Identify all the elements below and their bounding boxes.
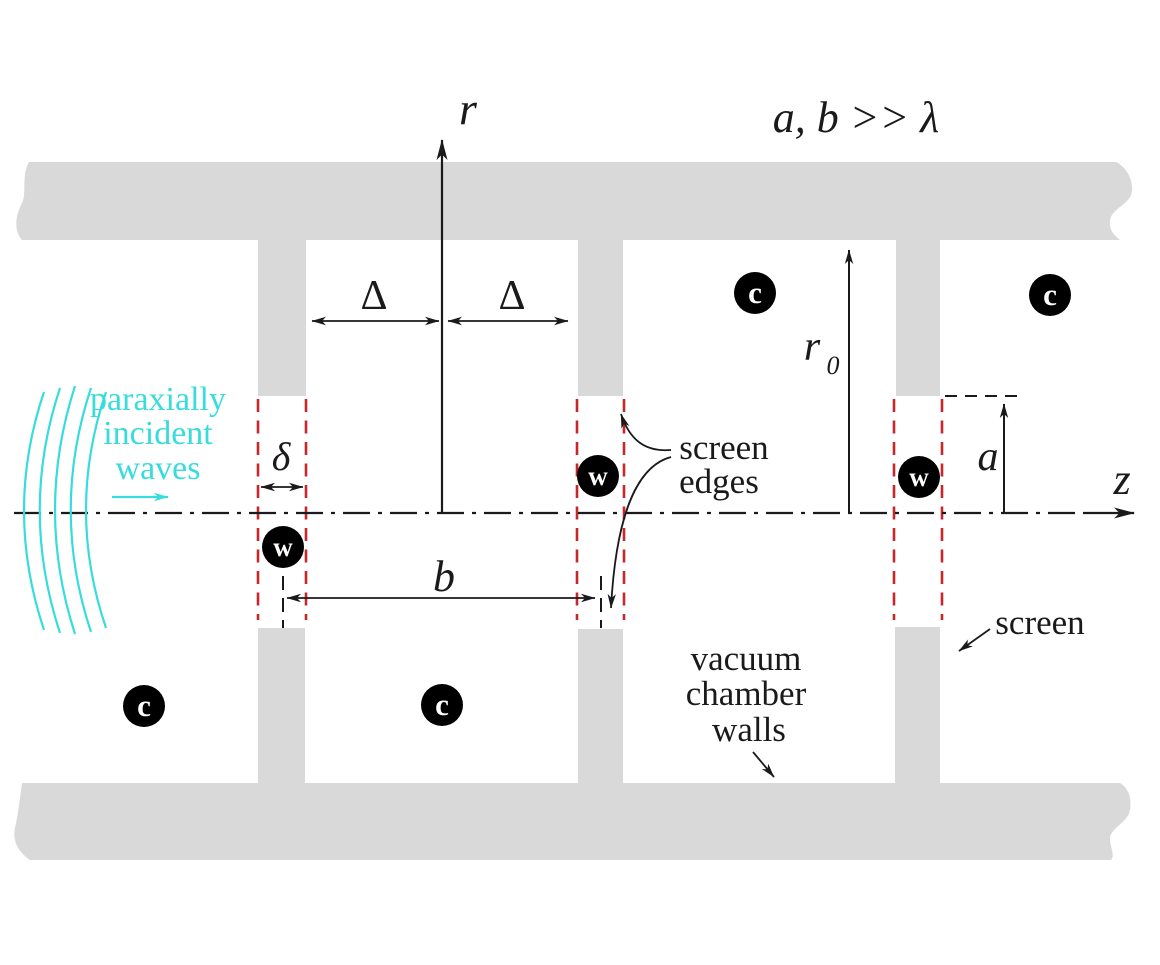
screen-label: screen: [995, 603, 1084, 642]
screen-label-arrow: [958, 628, 991, 652]
chamber-and-screen-markers: c c c c w w w: [123, 272, 1071, 727]
r-axis-label: r: [459, 83, 478, 134]
screen-marker-3: w: [898, 456, 940, 498]
waves-label-line2: incident: [103, 415, 213, 452]
screen-marker-letter: w: [588, 461, 608, 491]
a-label: a: [978, 434, 999, 480]
screen-support-bottom-2: [578, 629, 623, 786]
wavefront-arc-4: [69, 387, 93, 633]
vacuum-walls-label-line2: chamber: [686, 674, 807, 713]
leader-arrows: [607, 413, 991, 778]
screen-edges-leader-top: [620, 413, 672, 452]
r0-subscript: 0: [827, 351, 840, 380]
screen-marker-letter: w: [273, 532, 293, 562]
top-wall: [16, 162, 1133, 240]
screen-edges-label-line2: edges: [679, 462, 759, 501]
screen-marker-2: w: [577, 455, 619, 497]
chamber-marker-letter: c: [137, 688, 151, 723]
vacuum-chamber-walls: [14, 162, 1133, 860]
vacuum-walls-arrow: [752, 751, 775, 778]
waves-label-line3: waves: [116, 450, 201, 487]
chamber-marker-2: c: [421, 684, 463, 726]
chamber-marker-3: c: [734, 272, 776, 314]
screen-marker-letter: w: [909, 462, 929, 492]
wavefront-arc-3: [53, 385, 77, 635]
bottom-wall: [14, 783, 1131, 860]
waves-label-line1: paraxially: [90, 381, 226, 418]
small-delta-label: δ: [272, 434, 292, 479]
incident-wavefronts: [22, 385, 169, 635]
chamber-marker-letter: c: [435, 687, 449, 722]
wavefront-arc-2: [38, 387, 62, 634]
delta-label-left: Δ: [360, 273, 387, 319]
screen-marker-1: w: [262, 526, 304, 568]
screen-support-bottom-3: [895, 627, 940, 786]
screen-edges-leader-bottom: [607, 456, 672, 609]
chamber-marker-letter: c: [1043, 277, 1057, 312]
screen-support-bottom-1: [258, 628, 305, 786]
condition-note: a, b >> λ: [773, 93, 939, 142]
screen-support-top-3: [896, 236, 940, 396]
dimension-lines: [260, 249, 1017, 628]
wavefront-arc-1: [22, 391, 46, 631]
wavefront-arc-5: [84, 391, 108, 629]
chamber-marker-1: c: [123, 685, 165, 727]
text-labels: r z a, b >> λ Δ Δ δ b r 0 a paraxially i…: [90, 83, 1131, 749]
screen-support-top-2: [578, 236, 623, 396]
screen-support-top-1: [258, 236, 306, 396]
screen-edges-label-line1: screen: [679, 428, 768, 467]
delta-label-right: Δ: [498, 273, 525, 319]
screen-edge-dashes: [256, 399, 944, 620]
chamber-marker-4: c: [1029, 274, 1071, 316]
vacuum-walls-label-line1: vacuum: [691, 639, 802, 678]
vacuum-walls-label-line3: walls: [712, 710, 786, 749]
z-axis-label: z: [1112, 455, 1130, 504]
b-label: b: [433, 552, 455, 601]
r0-label: r: [804, 324, 821, 370]
chamber-marker-letter: c: [748, 275, 762, 310]
